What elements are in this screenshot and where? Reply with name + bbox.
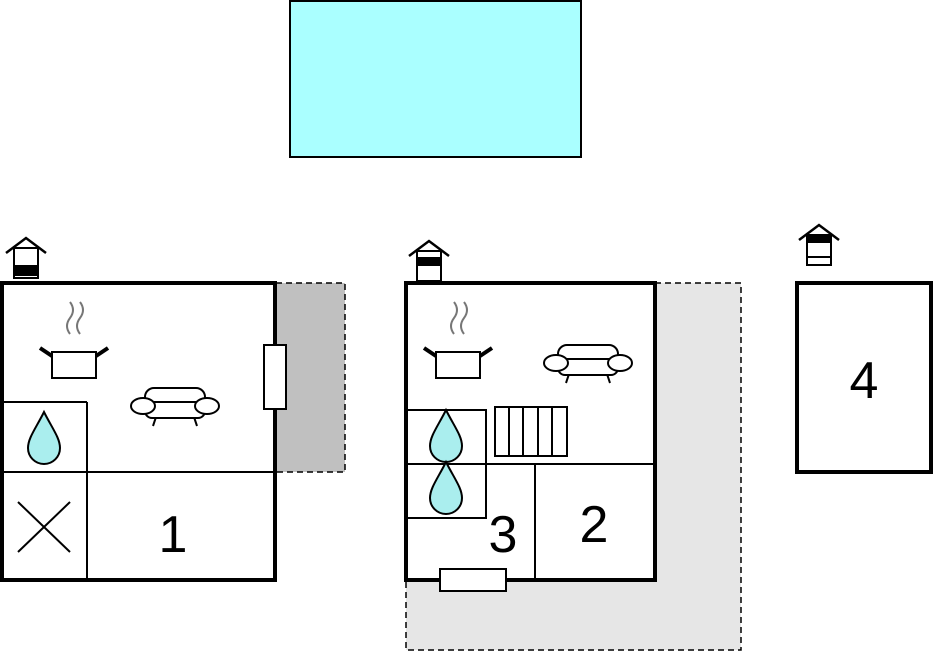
room-label-2: 2 (580, 496, 609, 554)
building-4: 4 (795, 223, 933, 474)
house-entrance-icon (797, 223, 841, 267)
building-2: 3 2 (404, 239, 742, 651)
room-label-3: 3 (489, 506, 518, 564)
door-icon (263, 344, 287, 410)
door-icon (439, 568, 507, 592)
pool (289, 0, 582, 158)
room-label-1: 1 (159, 506, 188, 564)
terrace (275, 282, 346, 473)
room-label-4: 4 (850, 352, 879, 410)
terrace (405, 282, 742, 651)
stairs-icon (494, 406, 568, 457)
building-1: 1 (0, 236, 346, 582)
